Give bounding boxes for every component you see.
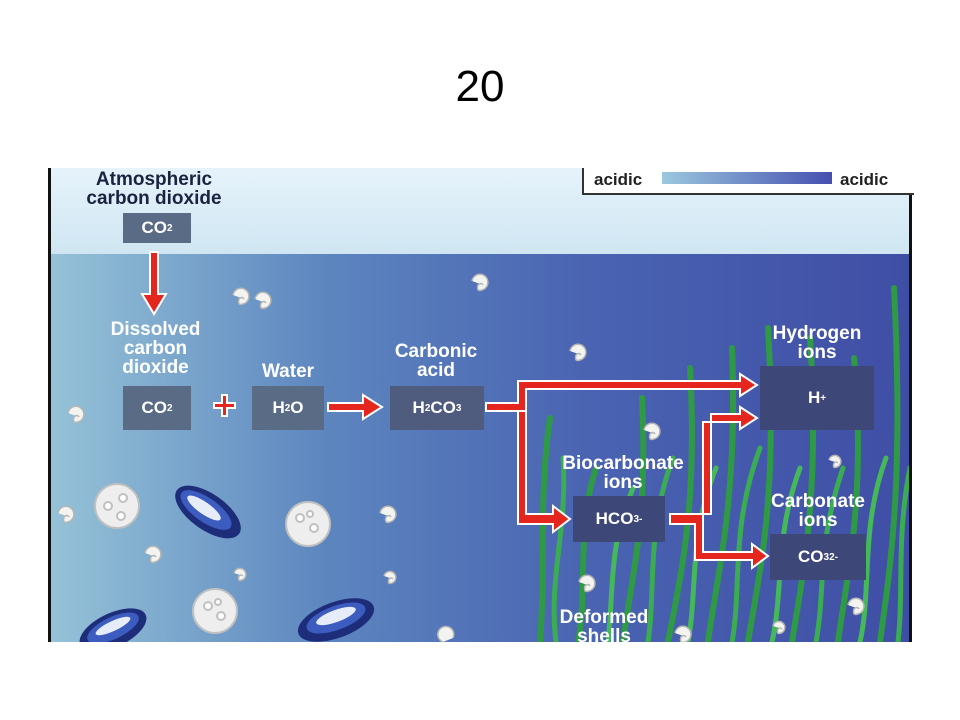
hydrogen-ions-box: H+ (760, 366, 874, 430)
arrow-to-bicarbonate (517, 410, 572, 535)
arrow-bicarb-to-carbonate (669, 513, 770, 570)
hydrogen-ions-label: Hydrogen ions (772, 323, 862, 363)
ocean-acidification-diagram: acidic acidic Atmospheric carbon dioxide… (48, 168, 914, 642)
arrow-co2-dissolve (140, 251, 168, 316)
water-label: Water (261, 361, 315, 382)
acidity-legend: acidic acidic (582, 168, 914, 195)
slide-number: 20 (455, 62, 505, 111)
acidity-gradient-bar (662, 172, 832, 184)
arrow-to-hydrogen (485, 372, 759, 412)
arrow-bicarb-to-hydrogen (702, 405, 759, 515)
dissolved-co2-label: Dissolved carbon dioxide (110, 319, 201, 378)
atmospheric-co2-label: Atmospheric carbon dioxide (86, 169, 222, 209)
bicarbonate-ions-label: Biocarbonate ions (562, 453, 684, 493)
carbonic-acid-label: Carbonic acid (394, 341, 478, 381)
deformed-shells-label: Deformed shells (559, 608, 649, 642)
frame-left-edge (48, 168, 51, 642)
plus-sign (213, 394, 236, 417)
arrow-water-to-acid (327, 393, 384, 421)
reaction-arrows (140, 251, 770, 570)
frame-right-edge (909, 168, 912, 642)
legend-left-label: acidic (594, 170, 643, 189)
carbonate-ions-label: Carbonate ions (771, 491, 865, 531)
legend-right-label: acidic (840, 170, 889, 189)
